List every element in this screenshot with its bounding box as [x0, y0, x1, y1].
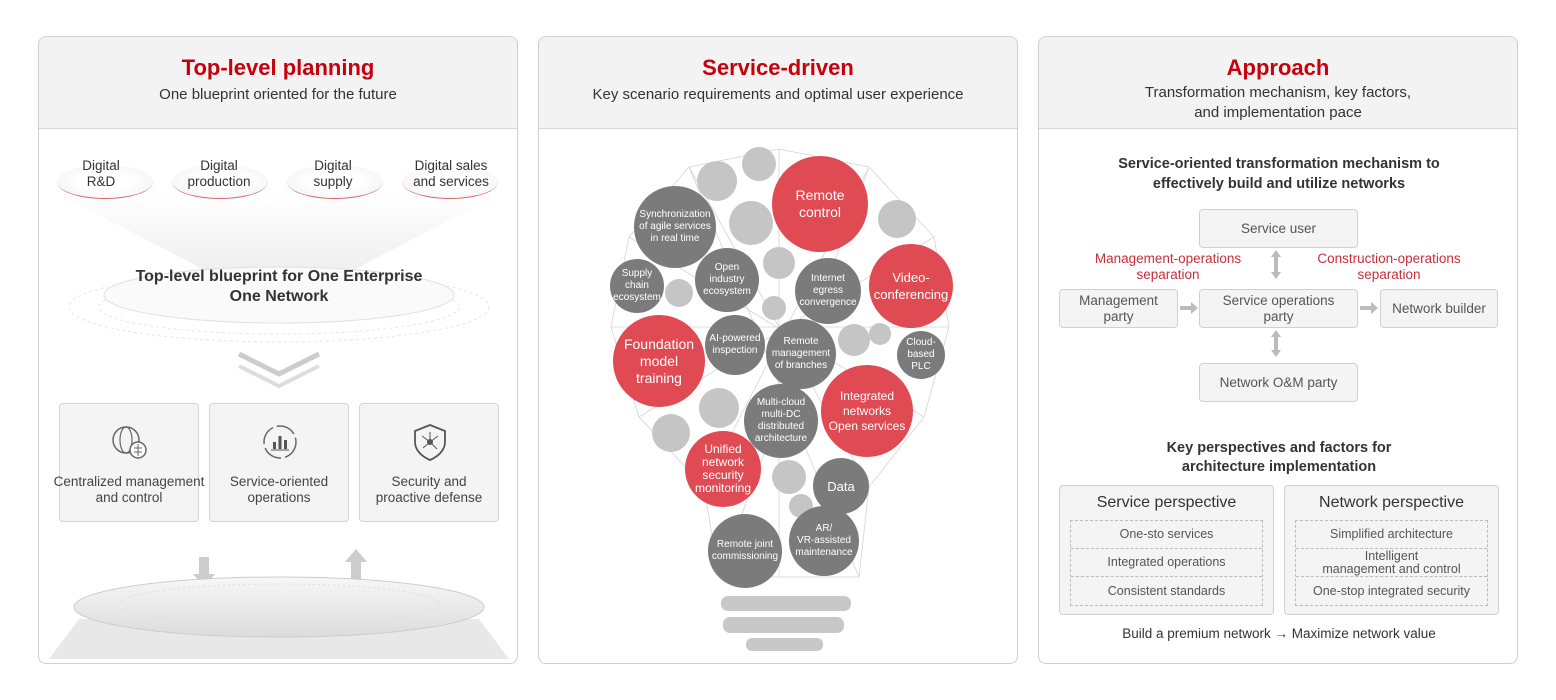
- blueprint-illustration: [49, 194, 509, 659]
- network-perspective-box: Network perspective Simplified architect…: [1284, 485, 1499, 615]
- scenario-bubble: Integrated networks Open services: [821, 365, 913, 457]
- network-builder-box: Network builder: [1380, 289, 1498, 328]
- filler-bubble: [652, 414, 690, 452]
- filler-bubble: [729, 201, 773, 245]
- service-perspective-title: Service perspective: [1096, 494, 1237, 511]
- arrow-right-icon: [1180, 302, 1198, 314]
- panel-header: Top-level planning One blueprint oriente…: [39, 37, 517, 129]
- domain-production: Digital production: [187, 158, 251, 189]
- scenario-bubble: Open industry ecosystem: [695, 248, 759, 312]
- shield-network-icon: [414, 424, 446, 461]
- blueprint-title: Top-level blueprint for One Enterprise O…: [39, 267, 517, 307]
- panel-approach: Approach Transformation mechanism, key f…: [1038, 36, 1518, 664]
- perspective-item: One-stop integrated security: [1312, 583, 1471, 598]
- capability-label: Security and proactive defense: [375, 474, 483, 505]
- filler-bubble: [763, 247, 795, 279]
- scenario-bubble: AI-powered inspection: [705, 315, 765, 375]
- panel-subtitle: Key scenario requirements and optimal us…: [592, 86, 964, 103]
- network-perspective-items: Simplified architecture Intelligent mana…: [1295, 520, 1488, 606]
- network-om-party-box: Network O&M party: [1199, 363, 1358, 402]
- domain-oval-supply: [287, 165, 383, 199]
- filler-bubble: [665, 279, 693, 307]
- domain-oval-sales: [402, 165, 498, 199]
- panel-title: Approach: [1226, 55, 1330, 80]
- panel-header: Approach Transformation mechanism, key f…: [1039, 37, 1517, 129]
- service-perspective-box: Service perspective One-sto services Int…: [1059, 485, 1274, 615]
- bulb-base-bar: [746, 638, 823, 651]
- scenario-bubble: Internet egress convergence: [795, 258, 861, 324]
- panel-header: Service-driven Key scenario requirements…: [539, 37, 1017, 129]
- capability-card-security: Security and proactive defense: [359, 403, 499, 522]
- scenario-bubble: Foundation model training: [613, 315, 705, 407]
- factors-title-line1: Key perspectives and factors for: [1166, 440, 1392, 456]
- filler-bubble: [699, 388, 739, 428]
- filler-bubble: [838, 324, 870, 356]
- scenario-bubble: Supply chain ecosystem: [610, 259, 664, 313]
- mechanism-title-line1: Service-oriented transformation mechanis…: [1118, 156, 1440, 172]
- perspective-item: Simplified architecture: [1296, 521, 1487, 549]
- filler-bubble: [878, 200, 916, 238]
- capability-card-operations: Service-oriented operations: [209, 403, 349, 522]
- scenario-bubble: Video- conferencing: [869, 244, 953, 328]
- panel-top-level-planning: Top-level planning One blueprint oriente…: [38, 36, 518, 664]
- scenario-bubble: Cloud- based PLC: [897, 331, 945, 379]
- filler-bubble: [762, 296, 786, 320]
- capability-card-centralized: Centralized management and control: [54, 403, 204, 522]
- panel-service-driven: Service-driven Key scenario requirements…: [538, 36, 1018, 664]
- scenario-bubble: Synchronization of agile services in rea…: [634, 186, 716, 268]
- filler-bubble: [697, 161, 737, 201]
- scenario-bubble: Remote control: [772, 156, 868, 252]
- mgmt-ops-separation-label: Management-operations separation: [1094, 251, 1242, 282]
- blueprint-line2: One Network: [229, 288, 329, 305]
- panel-subtitle-line1: Transformation mechanism, key factors,: [1144, 84, 1412, 101]
- perspective-item: One-sto services: [1071, 521, 1262, 549]
- service-user-box: Service user: [1199, 209, 1358, 248]
- scenario-bubble: Remote management of branches: [766, 319, 836, 389]
- management-party-box: Management party: [1059, 289, 1178, 328]
- service-perspective-items: One-sto services Integrated operations C…: [1070, 520, 1263, 606]
- panel-title: Service-driven: [702, 55, 854, 80]
- perspective-item: Consistent standards: [1107, 583, 1226, 598]
- capability-label: Service-oriented operations: [229, 474, 329, 505]
- domain-oval-rnd: [57, 165, 153, 199]
- panel-subtitle: One blueprint oriented for the future: [159, 86, 397, 103]
- scenario-bubble: Remote joint commissioning: [708, 514, 782, 588]
- globe-brain-icon: [112, 426, 147, 459]
- filler-bubble: [742, 147, 776, 181]
- scenario-bubble: Multi-cloud multi-DC distributed archite…: [744, 384, 818, 458]
- panel-subtitle-line2: and implementation pace: [1194, 104, 1362, 121]
- domain-sales: Digital sales and services: [413, 158, 489, 189]
- domain-rnd: Digital R&D: [82, 158, 120, 189]
- constr-ops-separation-label: Construction-operations separation: [1317, 251, 1461, 282]
- capability-label: Centralized management and control: [53, 474, 205, 505]
- panel-title: Top-level planning: [181, 55, 375, 80]
- double-arrow-icon: [1271, 330, 1281, 357]
- filler-bubble: [869, 323, 891, 345]
- factors-title-line2: architecture implementation: [1181, 459, 1377, 475]
- scenario-bubble: Unified network security monitoring: [685, 431, 761, 507]
- network-perspective-title: Network perspective: [1319, 494, 1464, 511]
- service-operations-party-box: Service operations party: [1199, 289, 1358, 328]
- domain-oval-production: [172, 165, 268, 199]
- footer-statement: Build a premium network → Maximize netwo…: [1122, 626, 1436, 641]
- scenario-bubble: Data: [813, 458, 869, 514]
- flow-arrows: [1180, 250, 1378, 357]
- blueprint-line1: Top-level blueprint for One Enterprise: [135, 268, 423, 285]
- bulb-base-bar: [723, 617, 844, 633]
- double-arrow-icon: [1271, 250, 1281, 279]
- bulb-base-bar: [721, 596, 851, 611]
- perspective-item: Integrated operations: [1071, 549, 1262, 577]
- filler-bubble: [772, 460, 806, 494]
- bar-chart-circle-icon: [263, 425, 297, 459]
- arrow-right-icon: [1360, 302, 1378, 314]
- domain-supply: Digital supply: [313, 158, 353, 189]
- perspective-item: Intelligent management and control: [1296, 549, 1487, 577]
- mechanism-title-line2: effectively build and utilize networks: [1152, 176, 1406, 192]
- scenario-bubble: AR/ VR-assisted maintenance: [789, 506, 859, 576]
